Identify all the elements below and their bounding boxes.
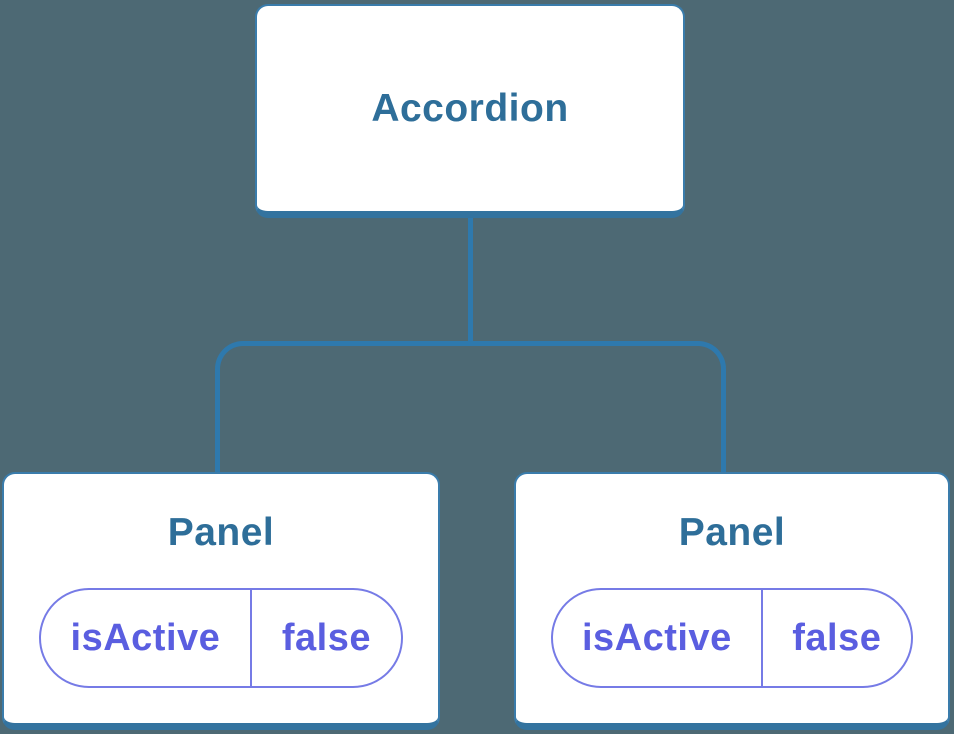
panel-node-right: Panel isActive false	[514, 472, 950, 730]
state-value-right: false	[792, 616, 882, 659]
state-key-right: isActive	[553, 590, 763, 686]
connector-bracket	[215, 341, 726, 472]
panel-node-left: Panel isActive false	[2, 472, 440, 730]
accordion-node-label: Accordion	[371, 86, 569, 130]
state-pill-right: isActive false	[551, 588, 913, 688]
state-value-left: false	[281, 616, 371, 659]
panel-right-label: Panel	[678, 511, 786, 554]
state-pill-left: isActive false	[39, 588, 403, 688]
panel-left-label: Panel	[167, 511, 275, 554]
accordion-node: Accordion	[255, 4, 685, 218]
state-key-left: isActive	[41, 590, 252, 686]
connector-stem	[468, 218, 473, 345]
